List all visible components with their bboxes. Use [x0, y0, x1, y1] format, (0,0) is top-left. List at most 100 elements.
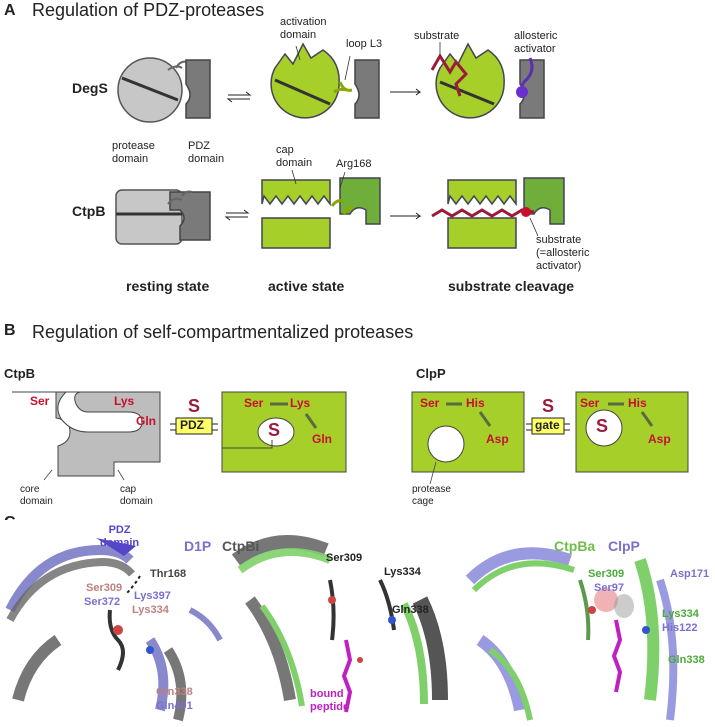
- cap-domain-b-pointer: [117, 469, 125, 481]
- ctpb-active-cap-domain: [261, 179, 331, 207]
- gln338-middle-label: Gln338: [392, 604, 429, 616]
- degs-resting-protease-domain: [117, 57, 183, 123]
- bound-peptide-label: bound peptide: [310, 688, 350, 713]
- clpp-b-resting-pore: [427, 425, 465, 463]
- clpp-b-active-asp: Asp: [648, 432, 671, 446]
- degs-forward-arrow: [390, 88, 422, 96]
- degs-cleavage-protease-domain: [435, 42, 505, 119]
- ctpb-active-core-domain: [261, 217, 331, 249]
- ctpbi-label: CtpBi: [222, 538, 260, 554]
- arg168-pointer: [339, 171, 346, 189]
- ctpba-label: CtpBa: [554, 538, 596, 554]
- pdz-domain-c-label: PDZ domain: [100, 524, 140, 549]
- clpp-b-his: His: [466, 396, 485, 410]
- ctpb-row-label: CtpB: [72, 203, 106, 219]
- panel-a-diagram: [115, 42, 565, 249]
- clpp-b-s-bound: S: [596, 416, 609, 436]
- activation-domain-label: activation domain: [280, 16, 327, 41]
- clpp-b-ser: Ser: [420, 396, 440, 410]
- ctpb-resting-loop: [167, 190, 193, 205]
- protease-cage-pointer: [429, 461, 437, 485]
- ctpb-b-active-pocket: [257, 417, 295, 447]
- pdz-domain-label: PDZ domain: [188, 140, 225, 165]
- ctpb-b-s-bound: S: [268, 420, 281, 440]
- gln401-label: Gln401: [156, 700, 193, 712]
- substrate-allosteric-label: substrate (=allosteric activator): [536, 234, 590, 272]
- ctpb-b-gln: Gln: [136, 414, 156, 428]
- active-state-label: active state: [268, 278, 345, 294]
- lys334-right-label: Lys334: [662, 608, 699, 620]
- lys334-middle-label: Lys334: [384, 566, 421, 578]
- cap-domain-label: cap domain: [276, 144, 313, 169]
- gln338-right-label: Gln338: [668, 654, 705, 666]
- panel-b-letter: B: [4, 322, 16, 339]
- allosteric-activator-label: allosteric activator: [514, 30, 558, 55]
- lys397-label: Lys397: [134, 590, 171, 602]
- lys334-left-label: Lys334: [132, 604, 169, 616]
- ctpb-b-title: CtpB: [4, 366, 36, 381]
- allosteric-activator-dot: [516, 86, 528, 98]
- gate-switch-label: gate: [535, 418, 560, 432]
- ctpb-b-s-free: S: [188, 396, 201, 416]
- clpp-b-active-his: His: [628, 396, 647, 410]
- clpp-b-active-pore: [585, 409, 623, 447]
- clpp-b-active-ser: Ser: [580, 396, 600, 410]
- clpp-b-asp: Asp: [486, 432, 509, 446]
- gate-switch-box: [531, 417, 565, 435]
- gate-switch-arrows: [526, 423, 570, 431]
- structure-middle-ctpb-overlay: [232, 520, 460, 727]
- substrate-cleavage-label: substrate cleavage: [448, 278, 575, 294]
- ser309-right-label: Ser309: [588, 568, 625, 580]
- degs-equilibrium-arrow: [226, 91, 252, 103]
- ctpb-cleavage-cap-domain: [447, 179, 517, 207]
- degs-active-loop-l3: [333, 81, 353, 94]
- ctpb-b-active-gln: Gln: [312, 432, 332, 446]
- ctpb-b-resting-cavity: [57, 391, 143, 433]
- panel-a-letter: A: [4, 2, 16, 19]
- ser309-middle-label: Ser309: [326, 552, 363, 564]
- ctpb-active-pdz-domain: [339, 177, 381, 225]
- ctpb-b-lys-gln-link: [304, 413, 318, 429]
- ctpb-activator-dot: [521, 207, 531, 217]
- cap-domain-pointer: [291, 169, 297, 185]
- ctpb-b-lys: Lys: [114, 394, 135, 408]
- substrate-label: substrate: [414, 30, 460, 42]
- ser309-left-label: Ser309: [86, 582, 123, 594]
- protease-domain-label: protease domain: [112, 140, 155, 165]
- ctpb-cleavage-core-domain: [447, 217, 517, 249]
- clpp-b-title: ClpP: [416, 366, 446, 381]
- d1p-label: D1P: [184, 538, 212, 554]
- thr168-label: Thr168: [150, 568, 187, 580]
- structure-right-ctpba-clpp-overlay: [464, 520, 715, 727]
- ser372-label: Ser372: [84, 596, 121, 608]
- degs-resting-pdz-domain: [185, 59, 211, 119]
- ctpb-substrate-strand: [431, 208, 535, 218]
- asp171-label: Asp171: [670, 568, 710, 580]
- ser97-label: Ser97: [594, 582, 624, 594]
- his122-label: His122: [662, 622, 698, 634]
- substrate-activator-pointer: [529, 217, 539, 237]
- degs-active-pdz-domain: [354, 59, 380, 119]
- ctpb-b-active-lys: Lys: [290, 396, 311, 410]
- core-domain-pointer: [43, 469, 53, 481]
- resting-state-label: resting state: [126, 278, 210, 294]
- ctpb-resting-pdz-domain: [169, 191, 211, 241]
- cap-domain-b-label: cap domain: [120, 484, 153, 507]
- gln338-left-label: Gln338: [156, 686, 193, 698]
- ctpb-active-loop: [330, 199, 355, 215]
- ctpb-b-ser: Ser: [30, 394, 50, 408]
- panel-a-title: Regulation of PDZ-proteases: [32, 0, 265, 20]
- pdz-switch-label: PDZ: [180, 418, 204, 432]
- clpp-b-s-free: S: [542, 396, 555, 416]
- ctpb-forward-arrow: [390, 212, 422, 220]
- loop-l3-pointer: [344, 55, 351, 81]
- ctpb-b-active-ser: Ser: [244, 396, 264, 410]
- pdz-switch-box: [175, 417, 213, 435]
- clpp-c-label: ClpP: [608, 538, 640, 554]
- structure-left-d1p-overlay: [0, 520, 228, 727]
- clpp-b-resting-block: [411, 391, 525, 473]
- ctpb-b-active-cap-step: [222, 440, 273, 449]
- degs-active-protease-domain: [270, 42, 340, 119]
